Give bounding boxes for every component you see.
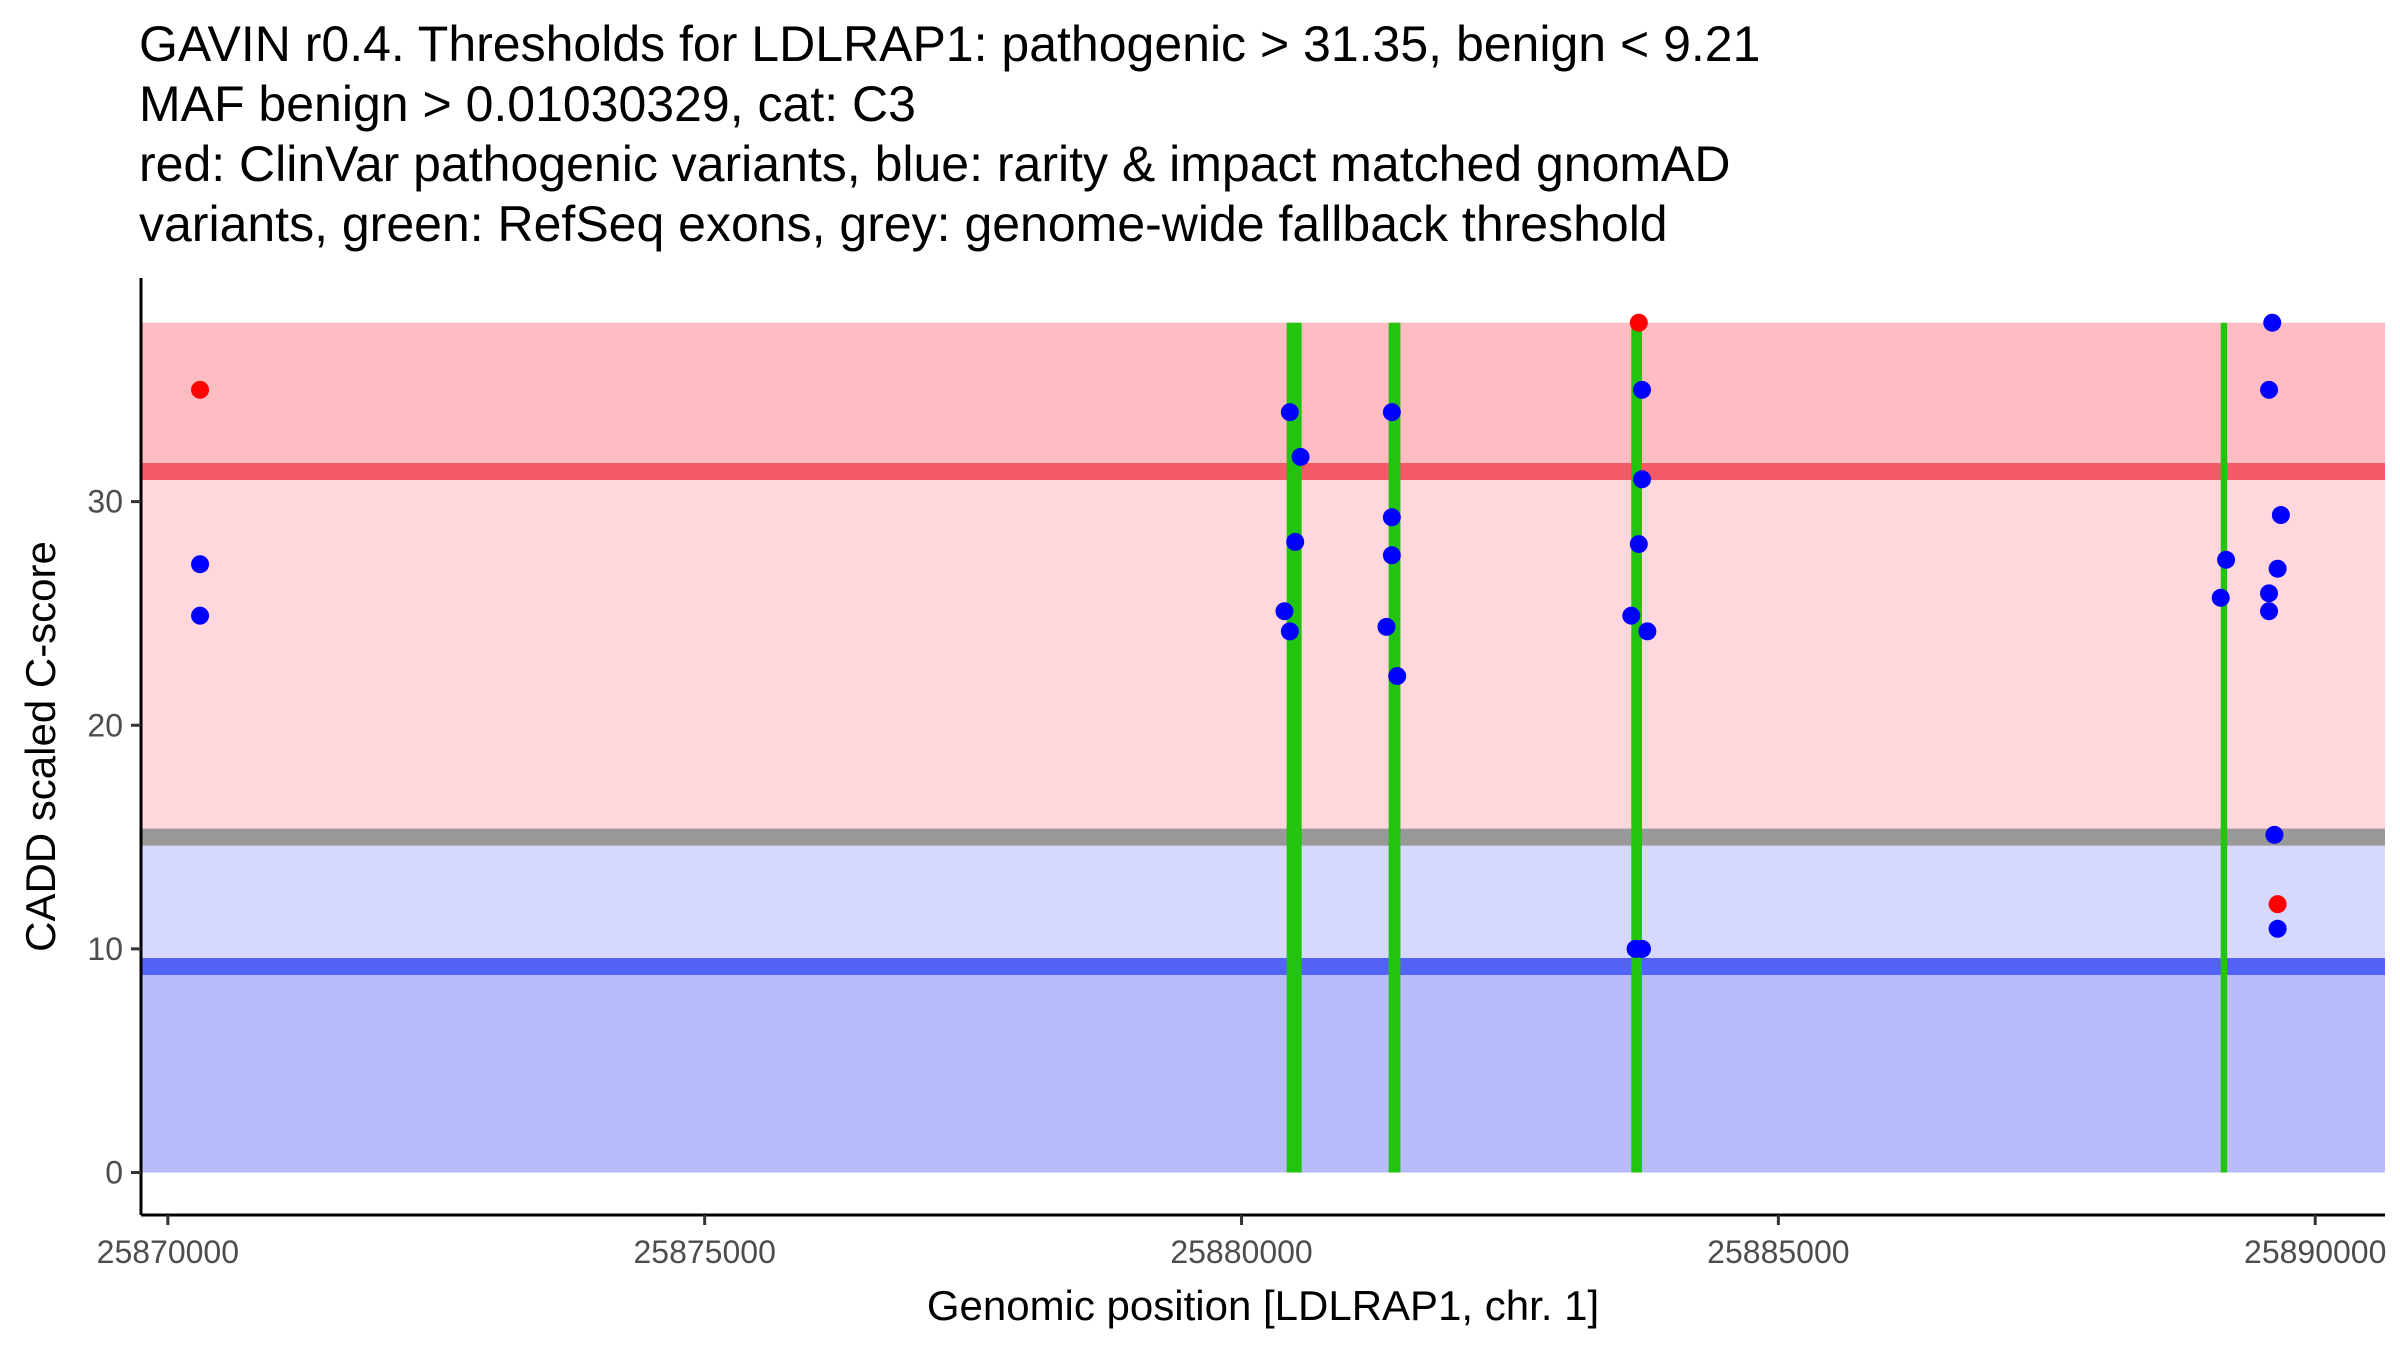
threshold-lines — [141, 462, 2385, 976]
point-gnomad-26 — [2260, 602, 2279, 621]
x-tick-label-2: 25880000 — [1170, 1234, 1312, 1270]
point-gnomad-22 — [2260, 380, 2279, 399]
point-gnomad-5 — [1275, 602, 1294, 621]
point-clinvar-0 — [191, 380, 210, 399]
x-tick-label-0: 25870000 — [97, 1234, 239, 1270]
point-gnomad-13 — [1633, 470, 1652, 489]
y-tick-label-3: 30 — [87, 484, 123, 520]
point-gnomad-23 — [2271, 506, 2290, 525]
point-gnomad-25 — [2260, 584, 2279, 603]
point-gnomad-21 — [2263, 313, 2282, 332]
exon-line-1 — [1388, 322, 1401, 1173]
point-gnomad-16 — [1638, 622, 1657, 641]
point-gnomad-15 — [1622, 606, 1641, 625]
point-clinvar-1 — [1629, 313, 1648, 332]
point-gnomad-28 — [2268, 919, 2287, 938]
x-axis-title: Genomic position [LDLRAP1, chr. 1] — [927, 1282, 1599, 1329]
x-tick-label-1: 25875000 — [633, 1234, 775, 1270]
y-tick-label-0: 0 — [105, 1155, 123, 1191]
point-gnomad-12 — [1633, 380, 1652, 399]
y-tick-label-2: 20 — [87, 707, 123, 743]
point-gnomad-2 — [1280, 403, 1299, 422]
point-gnomad-11 — [1388, 667, 1407, 686]
point-gnomad-0 — [191, 555, 210, 574]
exon-line-3 — [2220, 322, 2228, 1173]
point-gnomad-18 — [1633, 939, 1652, 958]
band-2 — [141, 837, 2385, 967]
title-line-2: MAF benign > 0.01030329, cat: C3 — [139, 76, 916, 132]
point-gnomad-9 — [1382, 546, 1401, 565]
point-gnomad-20 — [2217, 550, 2236, 569]
title-line-1: GAVIN r0.4. Thresholds for LDLRAP1: path… — [139, 16, 1761, 72]
data-points — [191, 313, 2290, 958]
x-tick-label-3: 25885000 — [1707, 1234, 1849, 1270]
x-tick-label-4: 25890000 — [2244, 1234, 2386, 1270]
point-gnomad-24 — [2268, 559, 2287, 578]
y-tick-label-1: 10 — [87, 931, 123, 967]
point-gnomad-1 — [191, 606, 210, 625]
band-0 — [141, 322, 2385, 472]
point-gnomad-7 — [1382, 403, 1401, 422]
band-3 — [141, 966, 2385, 1173]
point-gnomad-3 — [1291, 447, 1310, 466]
chart-title: GAVIN r0.4. Thresholds for LDLRAP1: path… — [139, 14, 1760, 254]
title-line-4: variants, green: RefSeq exons, grey: gen… — [139, 196, 1668, 252]
point-gnomad-19 — [2211, 588, 2230, 607]
point-gnomad-4 — [1286, 532, 1305, 551]
y-axis-title: CADD scaled C-score — [17, 541, 64, 952]
title-line-3: red: ClinVar pathogenic variants, blue: … — [139, 136, 1731, 192]
point-gnomad-14 — [1629, 535, 1648, 554]
band-1 — [141, 471, 2385, 838]
point-clinvar-2 — [2268, 895, 2287, 914]
point-gnomad-10 — [1377, 617, 1396, 636]
axes: 0 10 20 30 25870000 25875000 25880000 25885000 2… — [87, 278, 2386, 1270]
exon-line-2 — [1631, 322, 1643, 1173]
point-gnomad-6 — [1280, 622, 1299, 641]
point-gnomad-8 — [1382, 508, 1401, 527]
region-bands — [141, 322, 2385, 1173]
point-gnomad-27 — [2265, 825, 2284, 844]
